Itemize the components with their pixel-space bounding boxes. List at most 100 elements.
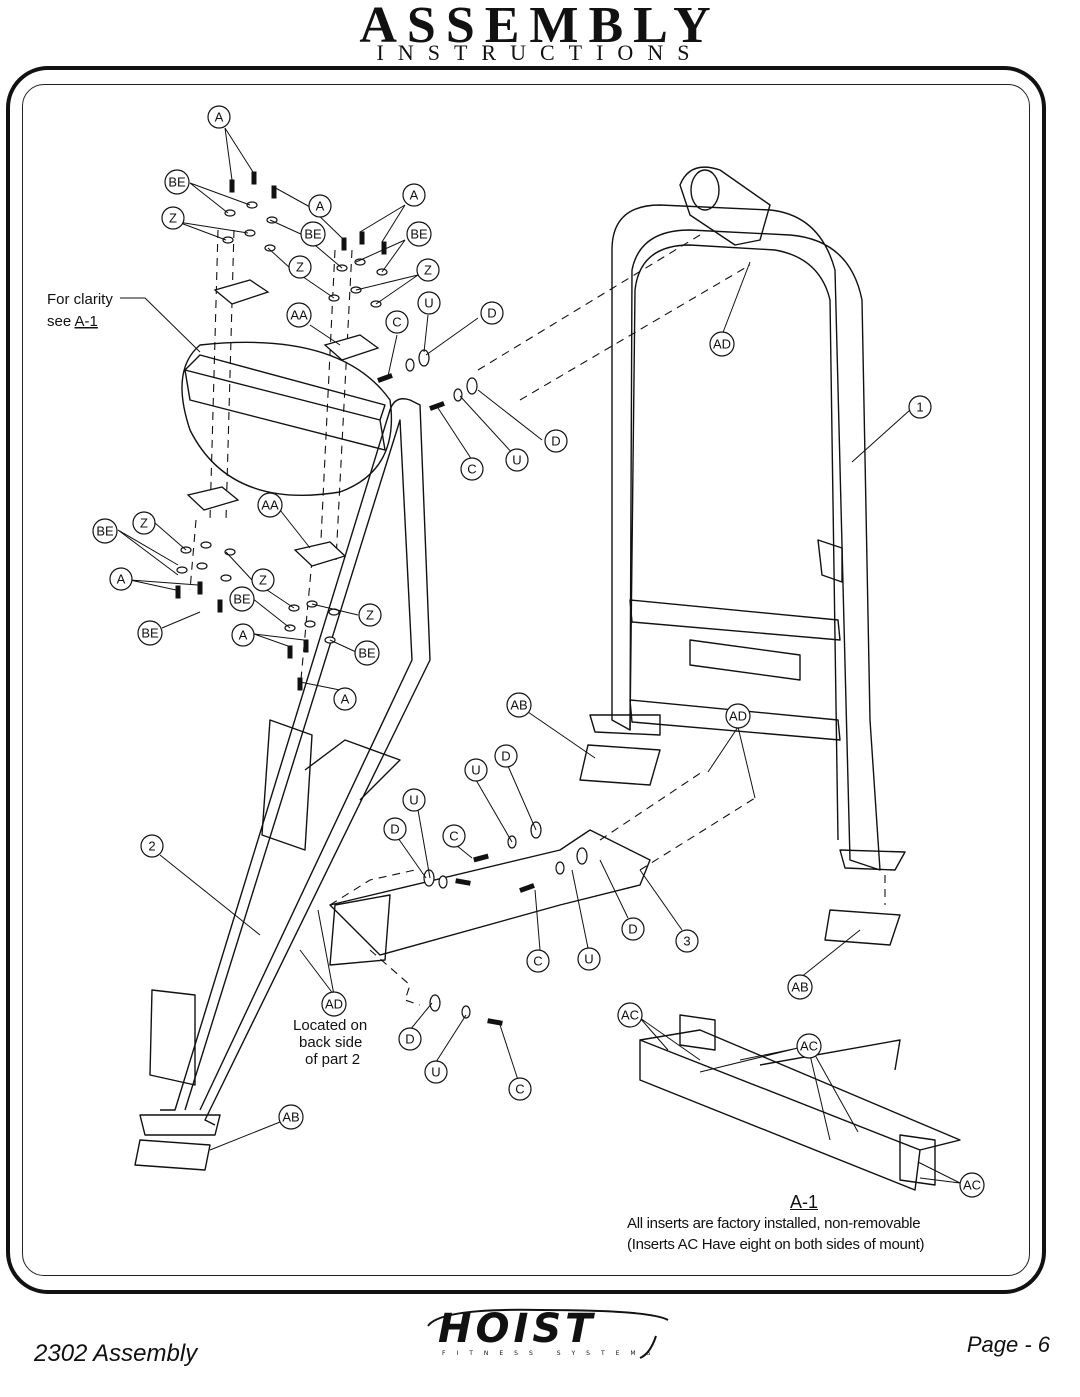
part-3-base bbox=[329, 829, 651, 956]
svg-text:AD: AD bbox=[729, 709, 747, 724]
washer-4 bbox=[222, 236, 234, 244]
callout-ab-2: AB bbox=[787, 974, 813, 1000]
svg-text:C: C bbox=[467, 462, 476, 477]
callout-be-4: BE bbox=[92, 518, 118, 544]
svg-text:BE: BE bbox=[168, 175, 186, 190]
callout-bubbles: A BE Z A BE Z A BE Z AA C U D AD 1 D C U… bbox=[92, 105, 985, 1198]
leader-be-mid2 bbox=[251, 597, 291, 629]
washer-8 bbox=[354, 258, 366, 266]
leader-a-left bbox=[129, 579, 199, 591]
part-2-top-crossbar bbox=[184, 369, 386, 451]
leader-c-1 bbox=[387, 334, 398, 377]
svg-text:U: U bbox=[409, 793, 418, 808]
part-2-leg bbox=[160, 398, 431, 1126]
callout-d-4: D bbox=[383, 817, 407, 841]
part-1-plate bbox=[689, 639, 801, 681]
callout-be-2: BE bbox=[300, 221, 326, 247]
callout-d-5: D bbox=[621, 917, 645, 941]
part-1-bracket bbox=[817, 539, 843, 583]
callout-be-3: BE bbox=[406, 221, 432, 247]
svg-text:C: C bbox=[515, 1082, 524, 1097]
bolt-a-4 bbox=[341, 237, 347, 251]
washer-28 bbox=[466, 377, 478, 395]
part-2-leg-inner bbox=[184, 419, 413, 1111]
callout-be-1: BE bbox=[164, 169, 190, 195]
svg-text:U: U bbox=[424, 296, 433, 311]
hoist-logo: HOIST FITNESS SYSTEMS bbox=[420, 1306, 670, 1366]
logo-word: HOIST bbox=[438, 1306, 597, 1352]
svg-text:U: U bbox=[471, 763, 480, 778]
bolt-a-12 bbox=[297, 677, 303, 691]
leader-c-3 bbox=[455, 844, 473, 859]
bolt-c-1 bbox=[377, 373, 393, 383]
logo-subtitle: FITNESS SYSTEMS bbox=[442, 1350, 662, 1357]
washer-16 bbox=[176, 566, 188, 574]
svg-text:BE: BE bbox=[141, 626, 159, 641]
svg-text:D: D bbox=[501, 749, 510, 764]
callout-part-1: 1 bbox=[908, 395, 932, 419]
leader-c-2 bbox=[437, 407, 473, 461]
svg-text:A: A bbox=[341, 692, 350, 707]
dash-line-9 bbox=[225, 229, 235, 521]
mount-aa-3 bbox=[186, 486, 240, 511]
leader-ab-1 bbox=[527, 711, 596, 759]
washer-26 bbox=[418, 349, 430, 367]
svg-text:D: D bbox=[628, 922, 637, 937]
svg-text:AC: AC bbox=[621, 1008, 639, 1023]
part-3-plate bbox=[329, 894, 391, 966]
svg-text:AA: AA bbox=[261, 498, 279, 513]
page-title: ASSEMBLY bbox=[359, 0, 721, 54]
leader-part-3 bbox=[639, 869, 683, 931]
callout-z-1: Z bbox=[161, 206, 185, 230]
dash-line-6 bbox=[369, 949, 421, 1006]
leader-u-4 bbox=[417, 809, 431, 879]
callout-ad-2: AD bbox=[725, 703, 751, 729]
callout-ac-2: AC bbox=[796, 1033, 822, 1059]
callout-u-1: U bbox=[417, 291, 441, 315]
bolt-a-1 bbox=[229, 179, 235, 193]
leader-be-left2 bbox=[161, 611, 201, 629]
svg-text:D: D bbox=[551, 434, 560, 449]
dash-line-1 bbox=[477, 234, 701, 371]
part-1-crossbar-top bbox=[629, 599, 841, 641]
callout-aa-1: AA bbox=[286, 302, 312, 328]
leader-d-4 bbox=[397, 837, 427, 879]
svg-text:Z: Z bbox=[140, 516, 148, 531]
svg-text:U: U bbox=[584, 952, 593, 967]
callout-be-5: BE bbox=[229, 586, 255, 612]
svg-text:C: C bbox=[392, 315, 401, 330]
leader-ac-1 bbox=[639, 1017, 701, 1061]
svg-text:BE: BE bbox=[410, 227, 428, 242]
svg-text:AD: AD bbox=[713, 337, 731, 352]
leader-u-3 bbox=[475, 779, 513, 843]
footer-model: 2302 Assembly bbox=[34, 1340, 198, 1367]
callout-a-2: A bbox=[308, 194, 332, 218]
washer-2 bbox=[246, 201, 258, 209]
part-1-pulley-wheel bbox=[690, 169, 720, 211]
washer-34 bbox=[576, 847, 588, 865]
detail-a1-title: A-1 bbox=[790, 1192, 819, 1212]
bolt-c-5 bbox=[455, 878, 471, 886]
footpad-ab-2 bbox=[824, 909, 901, 946]
callout-ac-1: AC bbox=[617, 1002, 643, 1028]
leader-ac-2 bbox=[699, 1047, 859, 1141]
detail-a1-beam-top bbox=[639, 1029, 961, 1151]
svg-text:BE: BE bbox=[358, 646, 376, 661]
svg-text:1: 1 bbox=[916, 400, 923, 415]
leader-a-right bbox=[359, 204, 406, 243]
leader-u-6 bbox=[435, 1014, 467, 1063]
note-located-line2: back side bbox=[299, 1034, 362, 1051]
mount-aa-4 bbox=[293, 541, 347, 567]
svg-text:AB: AB bbox=[791, 980, 808, 995]
leader-clarity bbox=[120, 297, 201, 353]
inner-frame bbox=[22, 84, 1030, 1276]
callout-c-5: C bbox=[508, 1077, 532, 1101]
part-2-foot bbox=[139, 1114, 221, 1136]
leader-a-top bbox=[224, 127, 254, 181]
part-1-pulley bbox=[679, 166, 771, 246]
callout-a-1: A bbox=[207, 105, 231, 129]
part-1-frame bbox=[611, 204, 881, 871]
svg-text:C: C bbox=[449, 829, 458, 844]
footpad-ab-1 bbox=[579, 744, 661, 786]
detail-a1-beam bbox=[639, 1039, 921, 1191]
